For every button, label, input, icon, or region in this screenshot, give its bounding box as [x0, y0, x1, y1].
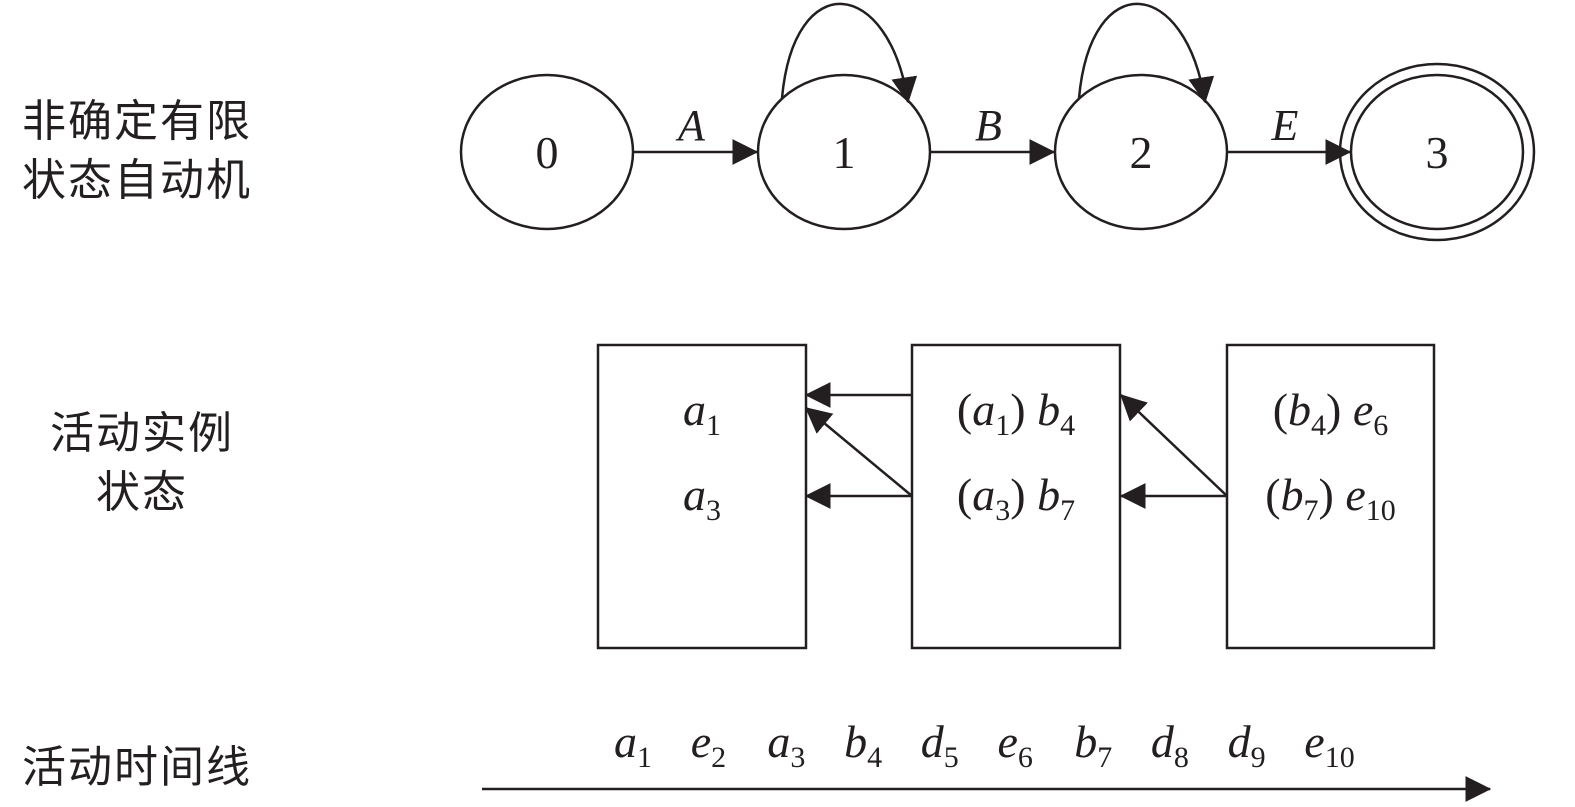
- state-1-label: 1: [833, 127, 856, 178]
- timeline-event-subscript: 4: [867, 741, 882, 774]
- paren-close: ): [1010, 469, 1037, 520]
- timeline-event-letter: e: [691, 716, 711, 767]
- paren-close: ): [1326, 384, 1353, 435]
- timeline-event-e6: e6: [998, 716, 1033, 774]
- timeline-event-subscript: 1: [637, 741, 652, 774]
- timeline-event-letter: b: [1074, 716, 1097, 767]
- instances-label-line2: 状态: [96, 467, 188, 519]
- timeline-event-letter: e: [998, 716, 1018, 767]
- event-subscript: 7: [1060, 494, 1075, 527]
- paren-open: (: [1273, 384, 1288, 435]
- pred-subscript: 3: [995, 494, 1010, 527]
- state-2-self-loop: [1077, 2, 1215, 104]
- event-letter: e: [1353, 384, 1373, 435]
- paren-open: (: [957, 469, 972, 520]
- event-subscript: 3: [706, 494, 721, 527]
- event-letter: b: [1037, 469, 1060, 520]
- event-subscript: 1: [706, 409, 721, 442]
- pred-subscript: 4: [1311, 409, 1326, 442]
- event-letter: b: [1037, 384, 1060, 435]
- timeline-event-letter: d: [1228, 716, 1252, 767]
- paren-close: ): [1010, 384, 1037, 435]
- paren-close: ): [1319, 469, 1346, 520]
- timeline-event-d8: d8: [1151, 716, 1189, 774]
- pred-letter: a: [972, 384, 995, 435]
- event-subscript: 6: [1373, 409, 1388, 442]
- instance-entry-2-2: (a3) b7: [957, 469, 1075, 527]
- pred-letter: b: [1281, 469, 1304, 520]
- event-letter: a: [683, 469, 706, 520]
- timeline-event-subscript: 2: [711, 741, 726, 774]
- pred-subscript: 7: [1304, 494, 1319, 527]
- timeline-label: 活动时间线: [22, 742, 252, 793]
- instance-entry-3-2: (b7) e10: [1265, 469, 1396, 527]
- transition-0-1-label: A: [675, 101, 706, 150]
- timeline-event-letter: d: [1151, 716, 1175, 767]
- timeline-event-e2: e2: [691, 716, 726, 774]
- instances-row-label: 活动实例 状态: [50, 404, 234, 523]
- timeline-event-letter: d: [921, 716, 945, 767]
- timeline-event-subscript: 8: [1174, 741, 1189, 774]
- timeline-event-subscript: 6: [1018, 741, 1033, 774]
- state-0-label: 0: [536, 127, 559, 178]
- event-letter: a: [683, 384, 706, 435]
- event-letter: e: [1345, 469, 1365, 520]
- paren-open: (: [1265, 469, 1280, 520]
- timeline-event-subscript: 3: [790, 741, 805, 774]
- instances-label-line1: 活动实例: [50, 408, 234, 459]
- nfa-label-line1: 非确定有限: [22, 96, 252, 147]
- event-subscript: 10: [1366, 494, 1396, 527]
- timeline-event-d9: d9: [1228, 716, 1266, 774]
- instance-entry-3-1: (b4) e6: [1273, 384, 1389, 442]
- nfa-diagram: 0 1 2 3 A B E: [459, 2, 1536, 242]
- timeline-event-b7: b7: [1074, 716, 1112, 774]
- timeline-event-subscript: 7: [1097, 741, 1112, 774]
- instance-entry-1-2: a3: [683, 469, 721, 527]
- state-2-label: 2: [1130, 127, 1153, 178]
- timeline-event-subscript: 9: [1251, 741, 1266, 774]
- instance-entry-1-1: a1: [683, 384, 721, 442]
- timeline-event-a1: a1: [614, 716, 652, 774]
- timeline-event-letter: b: [844, 716, 867, 767]
- instance-entry-2-1: (a1) b4: [957, 384, 1075, 442]
- timeline-event-letter: a: [614, 716, 637, 767]
- transition-1-2-label: B: [975, 101, 1002, 150]
- timeline-event-letter: a: [767, 716, 790, 767]
- timeline-event-d5: d5: [921, 716, 959, 774]
- timeline-event-letter: e: [1304, 716, 1324, 767]
- timeline-event-subscript: 10: [1325, 741, 1355, 774]
- pred-subscript: 1: [995, 409, 1010, 442]
- state-0-circle: [459, 73, 635, 231]
- event-subscript: 4: [1060, 409, 1075, 442]
- timeline-event-subscript: 5: [944, 741, 959, 774]
- timeline-event-a3: a3: [767, 716, 805, 774]
- timeline-event-e10: e10: [1304, 716, 1354, 774]
- state-1-self-loop: [780, 2, 918, 104]
- state-3-label: 3: [1426, 127, 1449, 178]
- pointer-e6-to-b4: [1120, 394, 1228, 497]
- nfa-row-label: 非确定有限 状态自动机: [22, 92, 252, 211]
- timeline-row-label: 活动时间线: [22, 738, 252, 797]
- timeline-event-b4: b4: [844, 716, 882, 774]
- transition-2-3-label: E: [1271, 101, 1299, 150]
- pointer-b7-to-a1: [804, 407, 913, 497]
- pred-letter: b: [1288, 384, 1311, 435]
- paren-open: (: [957, 384, 972, 435]
- pred-letter: a: [972, 469, 995, 520]
- nfa-label-line2: 状态自动机: [22, 155, 252, 207]
